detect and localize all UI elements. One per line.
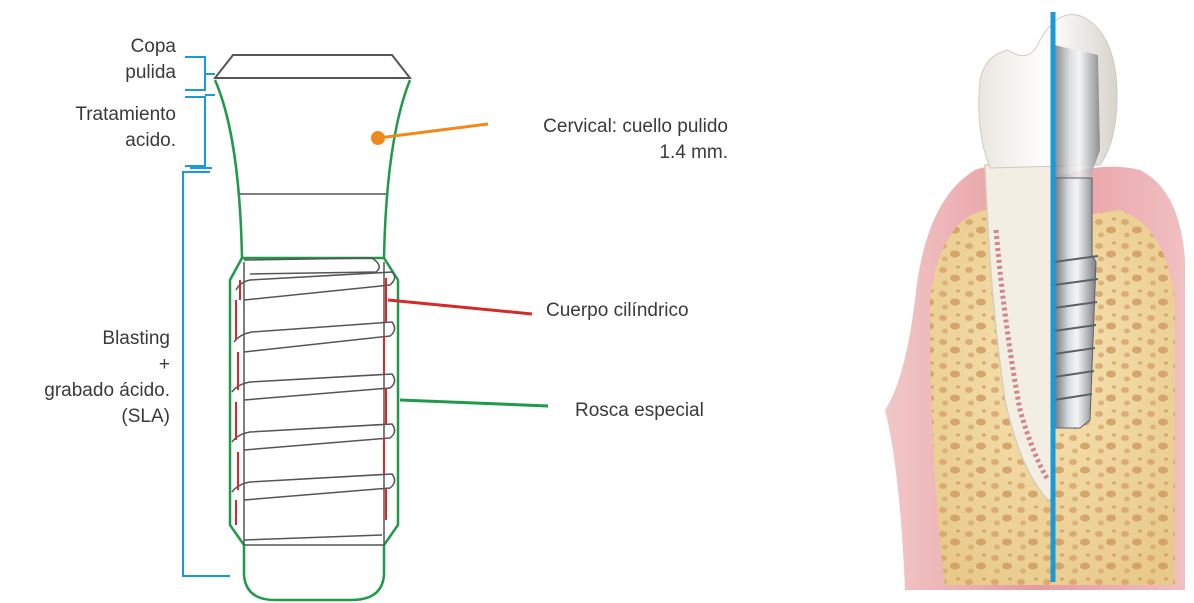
label-copa-line1: Copa bbox=[130, 36, 176, 57]
callout-cervical-line1: Cervical: cuello pulido bbox=[543, 116, 728, 137]
label-blasting-line1: Blasting bbox=[102, 328, 170, 349]
label-blasting-line3: grabado ácido. bbox=[44, 380, 170, 401]
label-blasting-line4: (SLA) bbox=[121, 406, 170, 427]
leader-cervical bbox=[371, 122, 489, 145]
implant-abutment bbox=[1054, 45, 1100, 178]
callout-cervical: Cervical: cuello pulido 1.4 mm. bbox=[470, 114, 728, 166]
callout-cuerpo-cilindrico: Cuerpo cilíndrico bbox=[546, 300, 689, 321]
implant-body-threads bbox=[1053, 255, 1099, 401]
leader-rosca bbox=[399, 398, 549, 408]
label-tratamiento-acido: Tratamiento acido. bbox=[40, 102, 176, 154]
bracket-copa-pulida bbox=[185, 56, 215, 91]
bracket-tratamiento-acido bbox=[185, 94, 215, 167]
tooth-root bbox=[984, 164, 1055, 501]
implant-core-lines bbox=[235, 278, 387, 525]
implant-body-outline bbox=[228, 257, 400, 602]
label-copa-line2: pulida bbox=[125, 62, 176, 83]
implant-cap bbox=[212, 54, 413, 79]
implant-diagram bbox=[212, 54, 413, 602]
callout-rosca-especial: Rosca especial bbox=[575, 400, 704, 421]
leader-cuerpo bbox=[387, 298, 533, 316]
implant-neck-outline bbox=[213, 79, 412, 260]
label-blasting-line2: + bbox=[158, 354, 170, 375]
callout-cervical-line2: 1.4 mm. bbox=[659, 142, 728, 163]
label-tratamiento-line2: acido. bbox=[125, 130, 176, 151]
label-blasting-sla: Blasting + grabado ácido. (SLA) bbox=[0, 326, 170, 430]
tooth-implant-illustration bbox=[885, 12, 1185, 590]
bracket-blasting-sla bbox=[182, 167, 230, 577]
label-copa-pulida: Copa pulida bbox=[110, 34, 176, 86]
label-tratamiento-line1: Tratamiento bbox=[75, 104, 176, 125]
implant-body bbox=[1053, 177, 1097, 429]
implant-threads bbox=[231, 257, 396, 546]
